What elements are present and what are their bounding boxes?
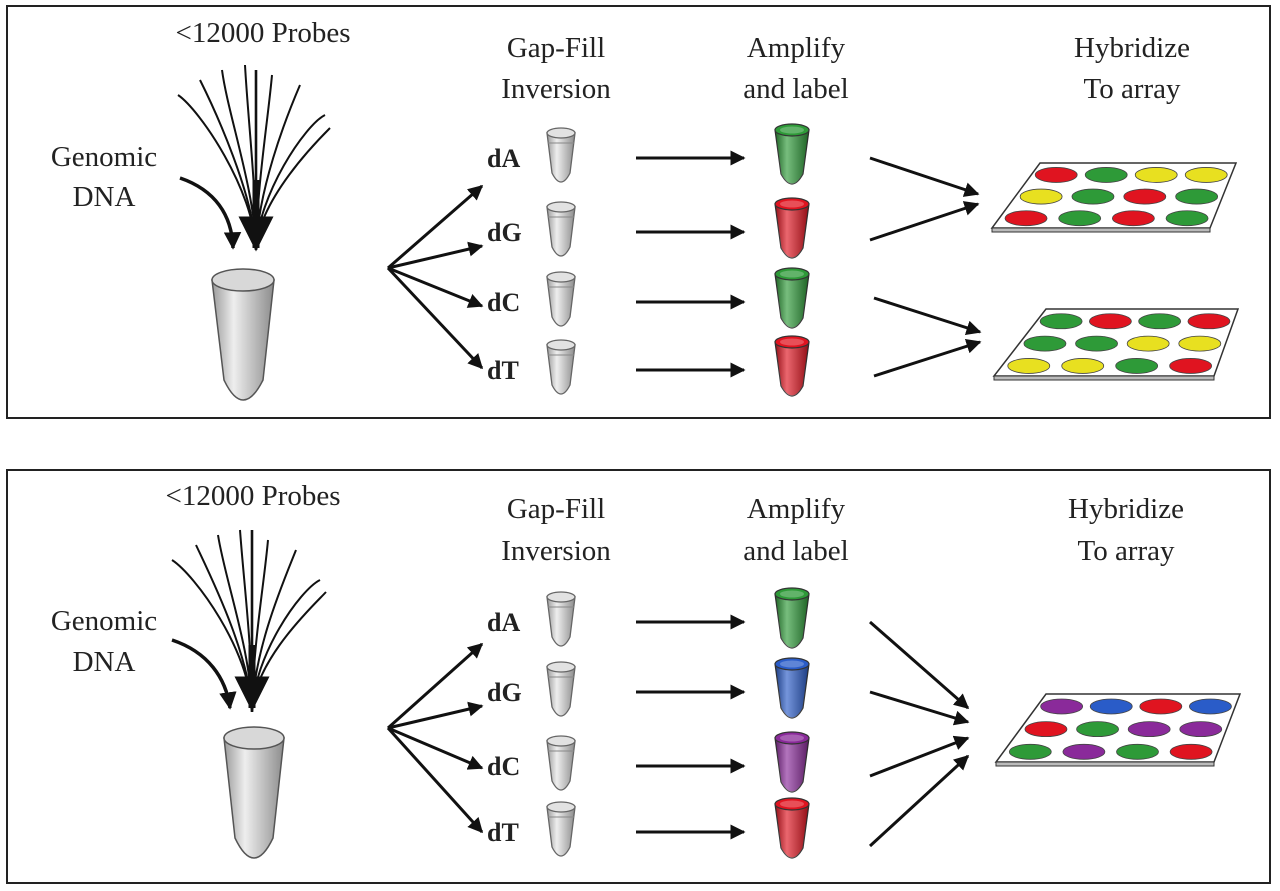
- labeled-tube-icon: [774, 731, 810, 793]
- probe-fan-icon: [171, 529, 327, 713]
- array-spot: [1040, 698, 1084, 715]
- array-spot: [1007, 358, 1051, 374]
- microarray-icon: [994, 693, 1242, 767]
- step3-label-line1: Hybridize: [1068, 493, 1184, 525]
- array-spot: [1071, 188, 1115, 205]
- genomic-arrow-icon: [171, 638, 237, 710]
- panel-frame: [6, 469, 1271, 884]
- array-spot: [1134, 167, 1178, 183]
- step1-label-line1: Gap-Fill: [507, 493, 605, 525]
- labeled-tube-icon: [774, 197, 810, 259]
- gap-fill-tube-icon: [546, 801, 576, 857]
- split-arrows-icon: [386, 184, 484, 370]
- array-spot: [1138, 313, 1182, 330]
- array-spot: [1062, 743, 1106, 760]
- array-spot: [1115, 358, 1159, 374]
- array-spot: [1178, 335, 1222, 352]
- probe-fan-icon: [177, 64, 331, 252]
- hybridize-arrows-icon: [869, 156, 982, 378]
- array-spot: [1058, 210, 1102, 227]
- array-spot: [1189, 698, 1232, 715]
- genomic-label-line2: DNA: [73, 646, 136, 678]
- array-spot: [1179, 721, 1223, 738]
- step2-label-line1: Amplify: [747, 32, 846, 64]
- step2-label-line1: Amplify: [747, 493, 846, 525]
- step3-label-line1: Hybridize: [1074, 32, 1190, 64]
- step2-label-line2: and label: [743, 535, 848, 567]
- array-spot: [1184, 167, 1228, 183]
- array-spot: [1023, 335, 1067, 352]
- array-spot: [1008, 743, 1052, 760]
- labeled-tube-icon: [774, 587, 810, 649]
- gap-fill-tube-icon: [546, 201, 576, 257]
- genomic-label-line1: Genomic: [51, 141, 157, 173]
- nucleotide-label-dA: dA: [487, 608, 520, 637]
- probes-label: <12000 Probes: [165, 480, 340, 512]
- labeled-tube-icon: [774, 797, 810, 859]
- gap-fill-tube-icon: [546, 735, 576, 791]
- array-spot: [1111, 210, 1155, 227]
- array-spot: [1089, 698, 1133, 715]
- array-spot: [1169, 358, 1213, 374]
- step1-label-line1: Gap-Fill: [507, 32, 605, 64]
- array-spot: [1187, 313, 1231, 330]
- panel-1: <12000 Probes Genomic DNA Gap-Fill Inver…: [6, 5, 1271, 419]
- step3-label-line2: To array: [1084, 73, 1181, 105]
- nucleotide-label-dG: dG: [487, 218, 522, 247]
- labeled-tube-icon: [774, 123, 810, 185]
- nucleotide-label-dC: dC: [487, 752, 520, 781]
- array-spot: [1175, 188, 1219, 205]
- array-spot: [1019, 188, 1063, 205]
- genomic-label-line2: DNA: [73, 181, 136, 213]
- array-spot: [1165, 210, 1209, 227]
- step2-label-line2: and label: [743, 73, 848, 105]
- array-spot: [1076, 721, 1119, 738]
- array-spot: [1123, 188, 1167, 205]
- reaction-tube-icon: [211, 268, 275, 401]
- array-spot: [1024, 721, 1068, 738]
- nucleotide-label-dC: dC: [487, 288, 520, 317]
- panel-frame: [6, 5, 1271, 419]
- array-spot: [1169, 743, 1213, 760]
- split-arrows-icon: [386, 642, 484, 834]
- step1-label-line2: Inversion: [501, 535, 611, 567]
- array-spot: [1139, 698, 1183, 715]
- gap-fill-tube-icon: [546, 271, 576, 327]
- array-spot: [1126, 335, 1170, 352]
- array-spot: [1116, 743, 1159, 760]
- labeled-tube-icon: [774, 267, 810, 329]
- probes-label: <12000 Probes: [175, 17, 350, 49]
- nucleotide-label-dG: dG: [487, 678, 522, 707]
- step1-label-line2: Inversion: [501, 73, 611, 105]
- genomic-arrow-icon: [179, 176, 242, 250]
- array-spot: [1039, 313, 1083, 330]
- array-spot: [1004, 210, 1048, 227]
- array-spot: [1084, 167, 1128, 183]
- genomic-label-line1: Genomic: [51, 605, 157, 637]
- nucleotide-label-dA: dA: [487, 144, 520, 173]
- hybridize-arrows-icon: [868, 620, 970, 848]
- gap-fill-tube-icon: [546, 127, 576, 183]
- array-spot: [1088, 313, 1132, 330]
- microarray-icon: [992, 308, 1240, 381]
- array-spot: [1127, 721, 1171, 738]
- step3-label-line2: To array: [1078, 535, 1175, 567]
- labeled-tube-icon: [774, 335, 810, 397]
- panel-2: <12000 Probes Genomic DNA Gap-Fill Inver…: [6, 469, 1271, 884]
- reaction-tube-icon: [223, 726, 285, 859]
- microarray-icon: [990, 162, 1238, 233]
- gap-fill-tube-icon: [546, 339, 576, 395]
- gap-fill-tube-icon: [546, 661, 576, 717]
- nucleotide-label-dT: dT: [487, 818, 519, 847]
- array-spot: [1034, 167, 1078, 183]
- nucleotide-label-dT: dT: [487, 356, 519, 385]
- array-spot: [1061, 358, 1105, 374]
- labeled-tube-icon: [774, 657, 810, 719]
- array-spot: [1075, 335, 1118, 352]
- gap-fill-tube-icon: [546, 591, 576, 647]
